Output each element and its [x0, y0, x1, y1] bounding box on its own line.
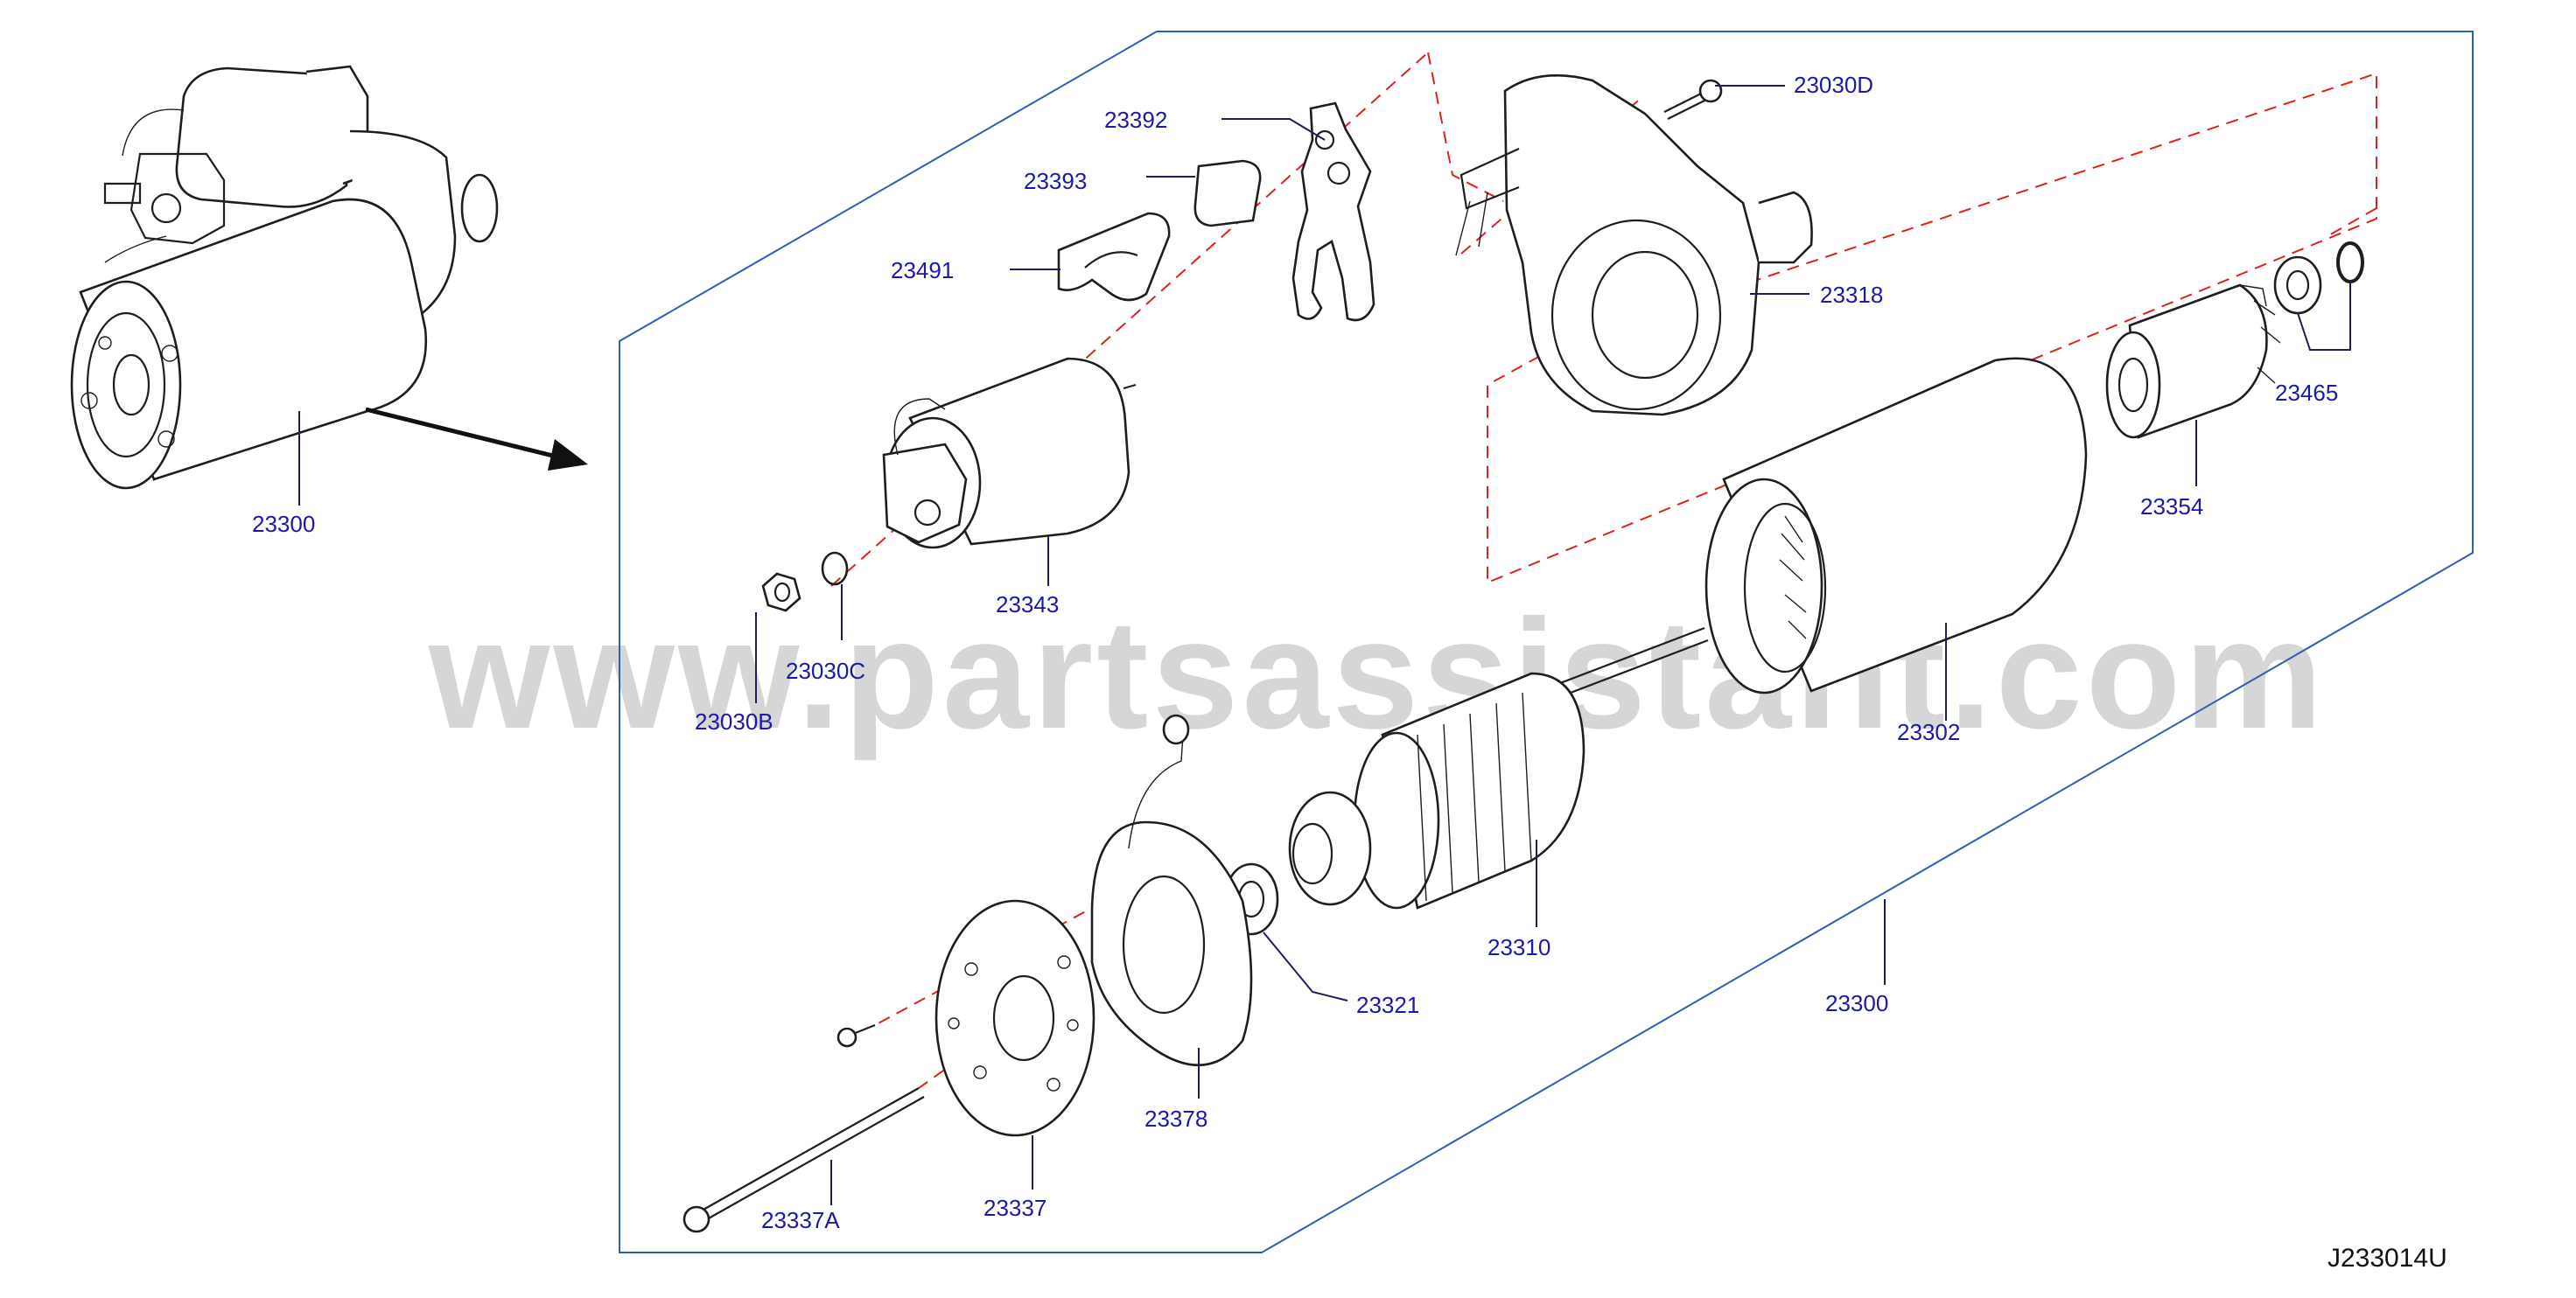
part-23343-solenoid — [882, 357, 1137, 549]
label-23378: 23378 — [1144, 1106, 1208, 1132]
label-23300-exploded: 23300 — [1825, 990, 1888, 1016]
part-23378-brush-holder — [1090, 714, 1253, 1067]
label-23321: 23321 — [1356, 992, 1419, 1018]
label-23465: 23465 — [2275, 380, 2338, 406]
label-23302: 23302 — [1897, 719, 1960, 745]
label-23392: 23392 — [1104, 107, 1167, 133]
leader-lines — [298, 85, 2351, 1205]
label-23318: 23318 — [1820, 282, 1883, 308]
label-23030C: 23030C — [786, 658, 865, 684]
part-23318-housing — [1455, 73, 1813, 416]
watermark: www.partsassistant.com — [428, 587, 2327, 761]
starter-assembly-overview — [70, 65, 499, 490]
part-23354-pinion — [2105, 283, 2281, 439]
part-23393-pad — [1194, 159, 1262, 227]
label-23030D: 23030D — [1794, 72, 1873, 98]
part-23030D-bolt — [1663, 79, 1723, 120]
part-23337-rear-cover — [934, 899, 1096, 1137]
part-23465-washer-ring — [2273, 241, 2364, 315]
label-23491: 23491 — [891, 257, 954, 283]
label-23337A: 23337A — [761, 1207, 840, 1233]
part-23337A-through-bolt — [682, 1087, 925, 1233]
label-23300-overview: 23300 — [252, 511, 315, 537]
label-23343: 23343 — [996, 591, 1059, 618]
part-23491-seal — [1057, 212, 1171, 302]
exploded-view-frame — [619, 31, 2474, 1253]
label-23354: 23354 — [2140, 493, 2203, 520]
part-screw — [836, 1023, 876, 1048]
label-23393: 23393 — [1024, 168, 1087, 194]
label-23337: 23337 — [984, 1195, 1046, 1221]
part-23310-armature — [1288, 626, 1709, 910]
part-23030B-nut — [761, 572, 802, 612]
part-23030C-washer — [821, 551, 849, 586]
part-23392-shift-lever — [1292, 101, 1376, 322]
label-23030B: 23030B — [695, 708, 774, 735]
direction-arrow — [365, 407, 588, 471]
diagram-code: J233014U — [2328, 1244, 2447, 1273]
part-23302-yoke — [1704, 357, 2088, 694]
label-23310: 23310 — [1488, 934, 1550, 960]
